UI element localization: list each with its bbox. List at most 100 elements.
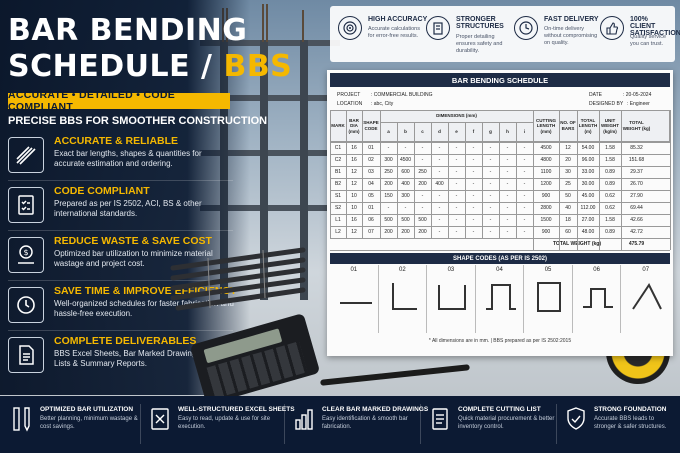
table-cell: 900 bbox=[541, 228, 551, 235]
badge-fast-delivery: FAST DELIVERY On-time delivery without c… bbox=[514, 12, 599, 58]
table-cell: 30 bbox=[565, 168, 571, 175]
feature-desc: Optimized bar utilization to minimize ma… bbox=[54, 249, 213, 269]
table-cell: - bbox=[472, 228, 475, 235]
table-cell: 12 bbox=[351, 228, 357, 235]
table-cell: L2 bbox=[335, 228, 341, 235]
table-gridline bbox=[559, 110, 560, 238]
divider bbox=[284, 404, 285, 444]
table-cell: - bbox=[472, 216, 475, 223]
shape-diagram bbox=[340, 302, 372, 304]
table-cell: 300 bbox=[384, 156, 393, 163]
shape-diagram bbox=[485, 284, 516, 310]
table-cell: 10 bbox=[351, 192, 357, 199]
table-gridline bbox=[380, 110, 381, 238]
table-cell: S1 bbox=[334, 192, 342, 199]
badge-stronger-structures: STRONGER STRUCTURES Proper detailing ens… bbox=[426, 12, 510, 58]
column-header: TOTAL LENGTH (m) bbox=[578, 117, 598, 134]
table-gridline bbox=[448, 122, 449, 238]
feature-reduce-waste: $ REDUCE WASTE & SAVE COST Optimized bar… bbox=[8, 235, 238, 283]
table-cell: 25 bbox=[565, 180, 571, 187]
table-gridline bbox=[577, 238, 578, 250]
feature-desc: Well-organized schedules for faster fabr… bbox=[54, 299, 234, 319]
money-icon: $ bbox=[8, 237, 44, 273]
table-cell: - bbox=[489, 144, 492, 151]
table-cell: 200 bbox=[418, 180, 427, 187]
shape-code-label: 01 bbox=[350, 267, 358, 273]
table-cell: - bbox=[489, 156, 492, 163]
table-cell: - bbox=[472, 180, 475, 187]
table-cell: 900 bbox=[541, 192, 551, 199]
column-header-dim: c bbox=[421, 129, 424, 135]
feature-title: COMPLETE DELIVERABLES bbox=[54, 335, 197, 347]
table-gridline bbox=[577, 110, 578, 238]
table-cell: 600 bbox=[401, 168, 410, 175]
table-cell: 85.32 bbox=[630, 144, 643, 151]
benefit-badges: HIGH ACCURACY Accurate calculations for … bbox=[330, 6, 680, 62]
table-cell: 30.00 bbox=[581, 180, 595, 187]
divider bbox=[8, 280, 233, 281]
table-cell: - bbox=[421, 192, 424, 199]
date-value: : 20-05-2024 bbox=[623, 92, 652, 98]
table-cell: 0.62 bbox=[605, 204, 615, 211]
table-gridline bbox=[330, 214, 670, 215]
table-cell: - bbox=[489, 180, 492, 187]
table-cell: 250 bbox=[384, 168, 393, 175]
table-gridline bbox=[533, 110, 534, 238]
shape-code-label: 02 bbox=[399, 267, 406, 273]
divider bbox=[8, 230, 233, 231]
table-gridline bbox=[330, 250, 670, 251]
table-cell: 12 bbox=[351, 180, 357, 187]
feature-code-compliant: CODE COMPLIANT Prepared as per IS 2502, … bbox=[8, 185, 238, 233]
table-cell: - bbox=[523, 144, 526, 151]
table-cell: - bbox=[523, 156, 526, 163]
table-gridline bbox=[330, 190, 670, 191]
table-gridline bbox=[414, 122, 415, 238]
table-gridline bbox=[346, 110, 347, 238]
column-header: MARK bbox=[331, 123, 345, 129]
table-gridline bbox=[599, 110, 600, 238]
thumbs-up-icon bbox=[600, 16, 624, 40]
pen-image bbox=[320, 364, 470, 386]
shape-code-04: 04 bbox=[476, 265, 525, 333]
shape-code-label: 07 bbox=[642, 267, 650, 273]
table-gridline bbox=[380, 122, 533, 123]
table-cell: - bbox=[523, 180, 526, 187]
feature-title: ACCURATE & RELIABLE bbox=[54, 135, 179, 147]
table-gridline bbox=[621, 110, 622, 238]
table-cell: 0.89 bbox=[605, 228, 615, 235]
column-header: CUTTING LENGTH (mm) bbox=[536, 117, 556, 134]
table-cell: - bbox=[455, 168, 458, 175]
table-gridline bbox=[330, 154, 670, 155]
bottom-item-title: OPTIMIZED BAR UTILIZATION bbox=[40, 406, 134, 413]
feature-title: CODE COMPLIANT bbox=[54, 185, 150, 197]
bottom-item-title: WELL-STRUCTURED EXCEL SHEETS bbox=[178, 406, 295, 413]
table-cell: 400 bbox=[401, 180, 410, 187]
table-cell: - bbox=[455, 156, 458, 163]
project-label: PROJECT bbox=[337, 92, 361, 98]
table-cell: - bbox=[472, 168, 475, 175]
table-cell: C2 bbox=[334, 156, 342, 163]
shape-code-06: 06 bbox=[573, 265, 622, 333]
clock-icon bbox=[8, 287, 44, 323]
table-cell: - bbox=[455, 180, 458, 187]
table-cell: 42.72 bbox=[630, 228, 643, 235]
table-cell: - bbox=[438, 204, 441, 211]
sheet-footer: * All dimensions are in mm. | BBS prepar… bbox=[428, 338, 572, 344]
table-gridline bbox=[599, 238, 600, 250]
table-cell: 16 bbox=[351, 144, 357, 151]
badge-high-accuracy: HIGH ACCURACY Accurate calculations for … bbox=[338, 12, 427, 58]
bottom-item-cutting-list: COMPLETE CUTTING LIST Quick material pro… bbox=[426, 402, 554, 448]
table-cell: B1 bbox=[334, 168, 342, 175]
shape-diagram bbox=[391, 283, 417, 310]
column-header: SHAPE CODE bbox=[363, 120, 379, 131]
shape-diagram bbox=[632, 283, 663, 310]
table-cell: - bbox=[489, 192, 492, 199]
page-title-line1: BAR BENDING bbox=[8, 13, 248, 48]
table-cell: - bbox=[523, 168, 526, 175]
table-cell: 04 bbox=[368, 180, 374, 187]
table-cell: 03 bbox=[368, 168, 374, 175]
project-value: : COMMERCIAL BUILDING bbox=[371, 92, 433, 98]
date-label: DATE bbox=[589, 92, 602, 98]
shape-codes-title: SHAPE CODES (AS PER IS 2502) bbox=[330, 253, 670, 264]
table-cell: - bbox=[506, 192, 509, 199]
